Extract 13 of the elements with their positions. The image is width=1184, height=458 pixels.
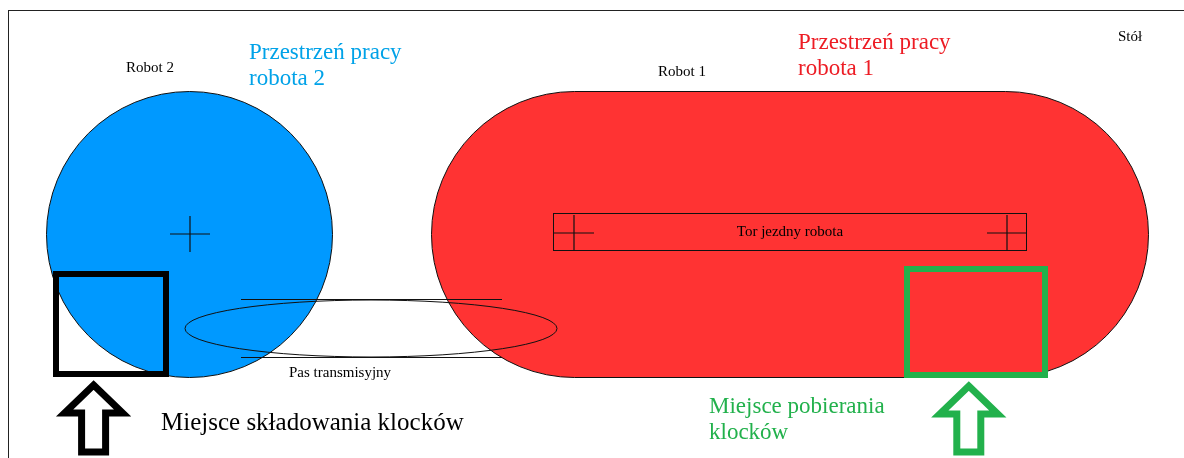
table-frame xyxy=(8,10,1184,458)
conveyor-label: Pas transmisyjny xyxy=(289,364,392,382)
table-label: Stół xyxy=(1118,28,1143,46)
block-arrow xyxy=(55,380,132,456)
area-caption: Miejsce pobierania klocków xyxy=(709,393,886,446)
area-caption: Miejsce składowania klocków xyxy=(161,408,464,437)
track-box xyxy=(553,213,1027,251)
robot-label: Robot 2 xyxy=(126,59,174,77)
track-label: Tor jezdny robota xyxy=(736,223,844,241)
robot-label: Robot 1 xyxy=(658,63,706,81)
block-arrow xyxy=(931,381,1007,456)
workspace-label: Przestrzeń pracy robota 1 xyxy=(798,29,952,82)
workspace-label: Przestrzeń pracy robota 2 xyxy=(249,39,403,92)
